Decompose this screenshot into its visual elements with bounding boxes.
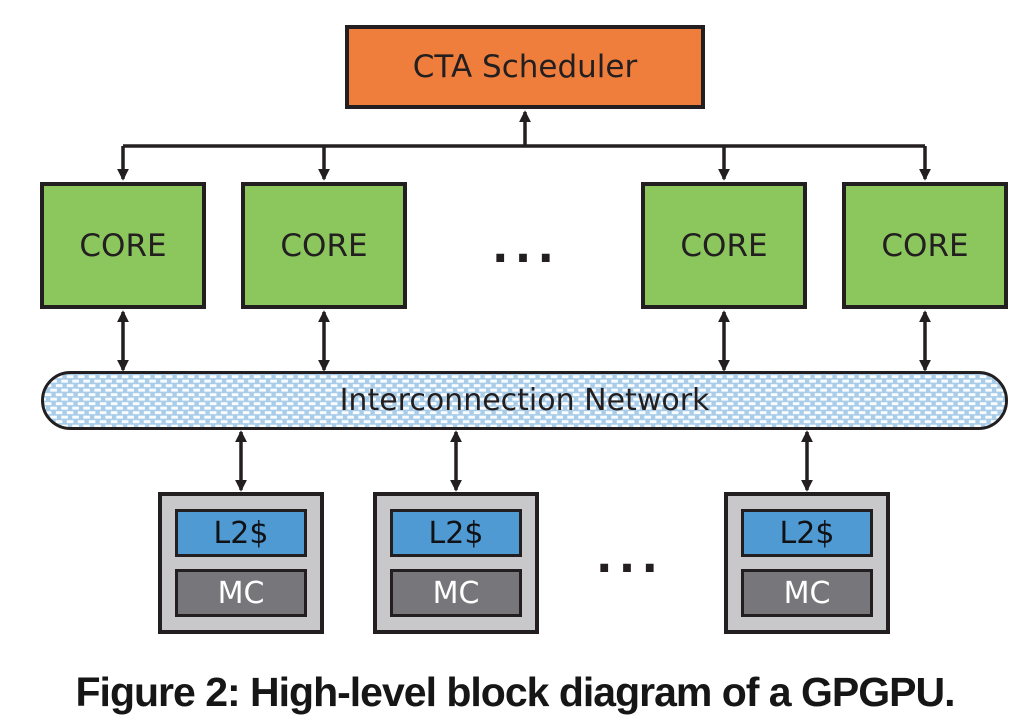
figure-caption: Figure 2: High-level block diagram of a …: [75, 669, 956, 715]
memory-ellipsis: ...: [595, 532, 665, 583]
memory-partition-block-1: L2$ MC: [158, 492, 324, 634]
core-block-2: CORE: [241, 182, 407, 309]
interconnect-label: Interconnection Network: [339, 383, 710, 418]
cta-scheduler-block: CTA Scheduler: [345, 25, 705, 109]
l2-cache-box: L2$: [741, 509, 873, 557]
cta-scheduler-label: CTA Scheduler: [412, 49, 638, 85]
l2-cache-box: L2$: [390, 509, 522, 557]
memory-partition-block-3: L2$ MC: [724, 492, 890, 634]
l2-cache-box: L2$: [175, 509, 307, 557]
core-block-3: CORE: [641, 182, 807, 309]
memory-partition-block-2: L2$ MC: [373, 492, 539, 634]
memory-controller-box: MC: [741, 569, 873, 617]
core-label: CORE: [680, 227, 768, 264]
core-label: CORE: [881, 227, 969, 264]
memory-controller-box: MC: [175, 569, 307, 617]
interconnect-pill: Interconnection Network: [41, 371, 1008, 430]
core-block-4: CORE: [842, 182, 1008, 309]
interconnect-texture: [44, 374, 1005, 427]
core-label: CORE: [79, 227, 167, 264]
core-block-1: CORE: [40, 182, 206, 309]
core-label: CORE: [280, 227, 368, 264]
memory-controller-box: MC: [390, 569, 522, 617]
cores-ellipsis: ...: [491, 222, 561, 273]
